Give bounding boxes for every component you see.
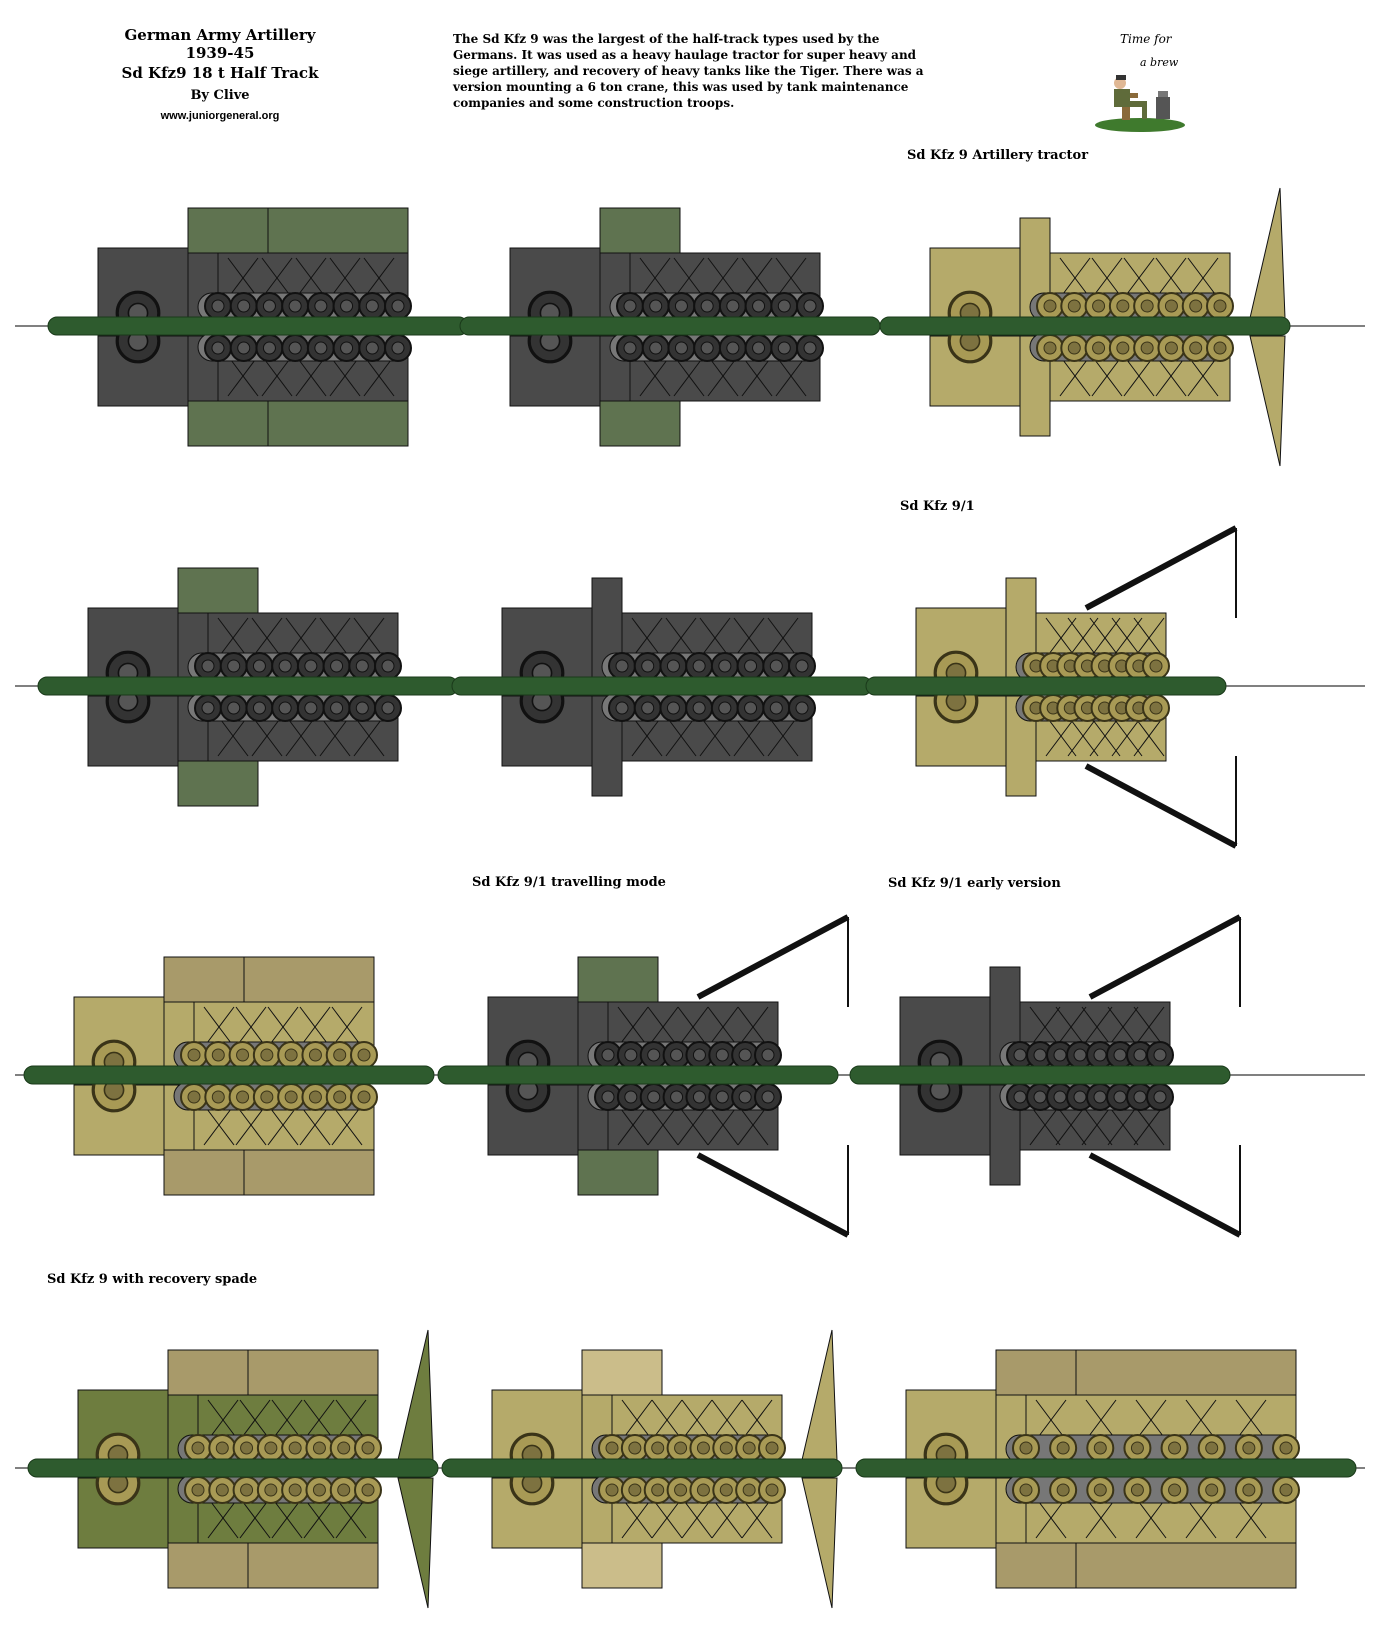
base-stand [27,1458,439,1478]
header-title: German Army Artillery [124,26,316,44]
vehicle-yellow-towbar [855,1349,1357,1589]
vehicle-grey-open [451,577,873,797]
vehicle-camo-spade [27,1329,439,1609]
header-author: By Clive [190,88,250,103]
base-stand [855,1458,1357,1478]
base-stand [459,316,881,336]
base-stand [23,1065,435,1085]
base-stand [441,1458,843,1478]
base-stand [451,676,873,696]
header-years: 1939-45 [185,44,255,62]
caption-early-version: Sd Kfz 9/1 early version [888,876,1061,891]
header-website[interactable]: www.juniorgeneral.org [160,110,280,122]
base-stand [437,1065,839,1085]
vehicle-grey-frame [459,207,881,447]
description-text: The Sd Kfz 9 was the largest of the half… [453,32,924,110]
vehicle-early-version [849,914,1242,1238]
base-stand [879,316,1291,336]
caption-recovery-spade: Sd Kfz 9 with recovery spade [47,1272,258,1287]
brew-text-line1: Time for [1120,32,1172,46]
vehicle-grey-hood [37,567,459,807]
vehicle-artillery-tractor [879,187,1291,467]
caption-artillery-tractor: Sd Kfz 9 Artillery tractor [907,148,1089,163]
caption-travelling-mode: Sd Kfz 9/1 travelling mode [472,875,666,890]
base-stand [865,676,1227,696]
vehicle-yellow-spade [441,1329,843,1609]
vehicle-sdkfz91-crane [865,525,1238,849]
base-stand [47,316,469,336]
base-stand [849,1065,1231,1085]
brew-text-line2: a brew [1140,56,1179,69]
vehicle-travelling-mode [437,914,850,1238]
caption-sdkfz91: Sd Kfz 9/1 [900,499,975,514]
vehicle-yellow-cab [23,956,435,1196]
base-stand [37,676,459,696]
header-vehicle: Sd Kfz9 18 t Half Track [121,64,319,82]
vehicle-grey-canvas [47,207,469,447]
soldier-brew-illustration [1095,75,1185,132]
